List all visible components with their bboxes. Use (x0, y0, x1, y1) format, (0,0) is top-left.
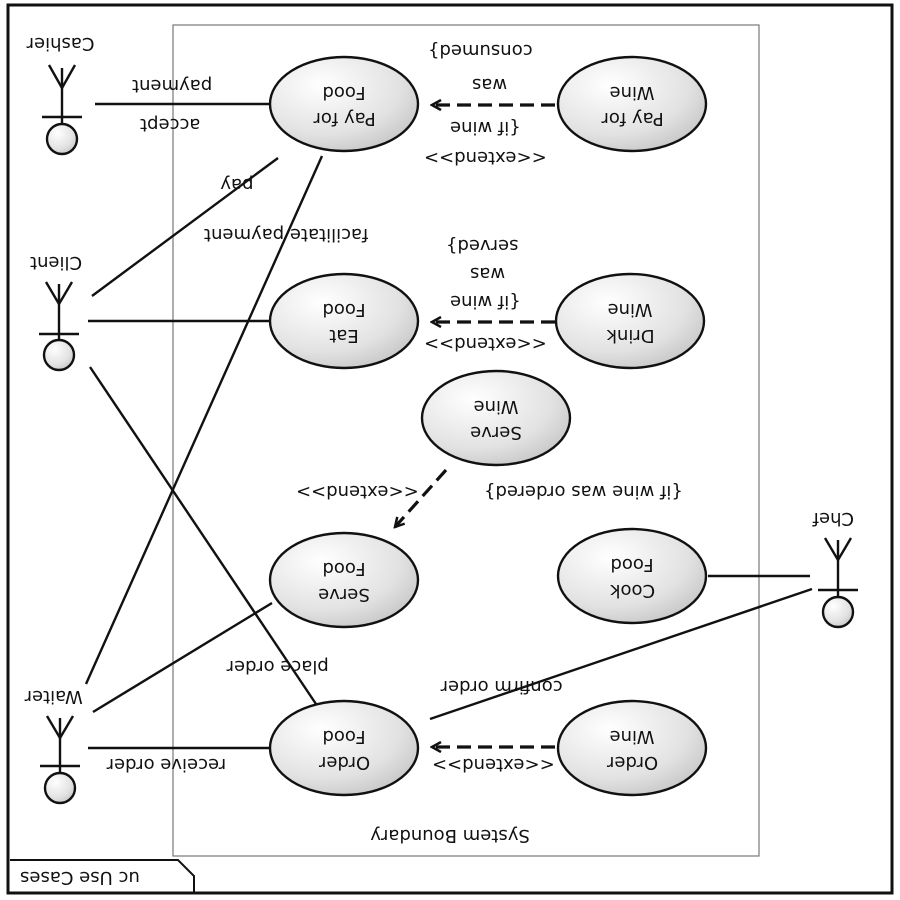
use-case-serve-wine-line2: Wine (474, 396, 519, 417)
use-case-pay-for-food-line1: Pay for (313, 108, 376, 129)
association-waiter-pay-food (84, 155, 324, 685)
use-case-cook-food-line2: Food (610, 554, 653, 575)
use-case-order-wine-line2: Wine (610, 726, 655, 747)
use-cases (268, 55, 708, 797)
use-case-pay-for-wine-line2: Wine (610, 82, 655, 103)
use-case-eat-food-line2: Food (322, 299, 365, 320)
label-pay: pay (220, 174, 253, 195)
use-case-drink-wine-line2: Wine (608, 299, 653, 320)
use-case-drink-wine-line1: Drink (606, 325, 655, 346)
extend-label-drink: <<extend>> (424, 333, 547, 354)
use-case-order-food-line1: Order (318, 752, 370, 773)
frame-tab-label: uc Use Cases (20, 867, 140, 888)
actor-head (43, 771, 77, 805)
use-case-serve-wine-line1: Serve (470, 422, 522, 443)
use-case-eat-food-line1: Eat (329, 325, 358, 346)
use-case-serve-food (268, 531, 420, 629)
extend-arrow-serve (395, 468, 448, 527)
use-case-cook-food (556, 527, 708, 625)
actor-waiter-label: Waiter (24, 686, 83, 707)
use-case-order-wine (556, 699, 708, 797)
use-case-order-food (268, 699, 420, 797)
use-case-pay-for-food (268, 55, 420, 153)
label-accept: accept (140, 114, 200, 135)
actor-head (821, 595, 855, 629)
use-case-eat-food (268, 272, 420, 370)
extend-condition-serve: {if wine was ordered} (484, 481, 683, 502)
association-lines (84, 102, 813, 750)
use-case-pay-for-wine-line1: Pay for (601, 108, 664, 129)
label-receive-order: receive order (106, 754, 226, 775)
extend-condition-pay-2: was (472, 74, 507, 95)
label-place-order: place order (226, 656, 329, 677)
extend-label-pay: <<extend>> (424, 147, 547, 168)
use-case-order-food-line2: Food (322, 726, 365, 747)
actor-client-label: Client (30, 252, 82, 273)
association-labels: accept payment pay facilitate payment pl… (106, 75, 563, 775)
extend-condition-drink-2: was (470, 263, 505, 284)
use-case-cook-food-line1: Cook (609, 580, 655, 601)
association-client-pay-food (91, 157, 279, 297)
use-case-labels: Pay for Food Pay for Wine Eat Food Drink… (313, 82, 664, 773)
diagram-frame (6, 3, 894, 895)
frame-tab (10, 859, 195, 892)
actor-head (42, 338, 76, 372)
use-case-pay-for-food-line2: Food (322, 82, 365, 103)
use-case-order-wine-line1: Order (606, 752, 658, 773)
actor-chef (818, 537, 858, 629)
association-client-order-food (89, 366, 317, 705)
system-boundary-label: System Boundary (370, 825, 530, 846)
association-waiter-serve-food (92, 601, 273, 714)
use-case-serve-wine (420, 369, 572, 467)
label-facilitate-payment: facilitate payment (204, 224, 368, 245)
use-case-pay-for-wine (556, 55, 708, 153)
use-case-serve-food-line1: Serve (318, 584, 370, 605)
extend-arrows (395, 105, 555, 747)
label-payment: payment (132, 75, 212, 96)
actor-client (39, 281, 79, 372)
extend-condition-drink-3: served} (446, 235, 518, 256)
use-case-serve-food-line2: Food (322, 558, 365, 579)
use-case-drink-wine (554, 272, 706, 370)
actor-chef-label: Chef (812, 508, 854, 529)
label-confirm-order: confirm order (440, 676, 563, 697)
actor-cashier (42, 64, 82, 156)
extend-labels: <<extend>> {if wine was consumed} <<exte… (296, 40, 683, 775)
actor-waiter (40, 715, 80, 805)
extend-condition-pay-1: {if wine (450, 117, 521, 138)
extend-label-order: <<extend>> (432, 754, 555, 775)
extend-label-serve: <<extend>> (296, 481, 419, 502)
extend-condition-drink-1: {if wine (450, 291, 521, 312)
association-chef-order-food (429, 587, 813, 721)
system-boundary (172, 24, 760, 857)
actor-head (45, 122, 79, 156)
actor-cashier-label: Cashier (26, 33, 94, 54)
extend-condition-pay-3: consumed} (428, 40, 533, 61)
